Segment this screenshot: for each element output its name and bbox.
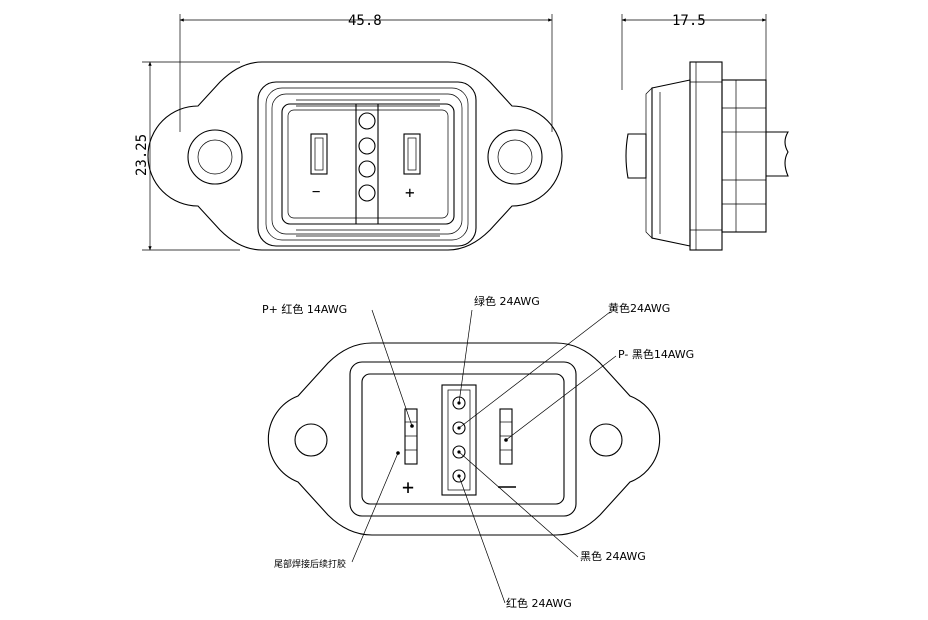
rear-signal-pin-3 [452,445,466,459]
label-p-plus-red-14awg: P+ 红色 14AWG [262,302,347,316]
rear-power-terminal-left [404,408,418,465]
front-housing-outer [257,81,477,247]
front-left-hole-inner [197,139,233,175]
rear-signal-block [441,384,477,496]
rear-power-terminal-right [499,408,513,465]
front-signal-pin-3 [358,160,376,178]
dim-depth: 17.5 [672,13,706,29]
front-plus-mark: + [405,183,415,202]
rear-right-hole [589,423,623,457]
front-left-hole-outer [187,129,243,185]
front-minus-mark: − [312,184,320,200]
side-flange [689,61,723,251]
front-right-hole-outer [487,129,543,185]
front-signal-pin-1 [358,112,376,130]
front-power-slot-right [403,133,421,175]
label-p-minus-black-14awg: P- 黑色14AWG [618,347,694,361]
front-view: − + 45.8 23.25 [134,13,563,251]
rear-plus-mark: + [402,475,414,499]
rear-flange-outline [267,342,661,536]
rear-view: + P+ 红色 14AWG 绿色 24AWG 黄色24AWG P- 黑色14AW… [262,294,694,610]
side-rear-body [721,79,767,233]
label-red-24awg: 红色 24AWG [506,596,572,610]
rear-left-hole [294,423,328,457]
label-green-24awg: 绿色 24AWG [474,294,540,308]
label-yellow-24awg: 黄色24AWG [608,301,670,315]
label-black-24awg: 黑色 24AWG [580,549,646,563]
rear-signal-pin-1 [452,396,466,410]
front-right-hole-inner [497,139,533,175]
front-signal-pin-4 [358,184,376,202]
rear-signal-pin-2 [452,421,466,435]
rear-signal-pin-4 [452,469,466,483]
dim-width: 45.8 [348,13,382,29]
front-flange-outline [147,61,563,251]
rear-housing-outer [349,361,577,517]
front-power-slot-left [310,133,328,175]
dim-height: 23.25 [134,134,150,176]
side-view: 17.5 [621,13,789,251]
front-signal-pin-2 [358,137,376,155]
label-tail-note: 尾部焊接后续打胶 [274,558,346,570]
